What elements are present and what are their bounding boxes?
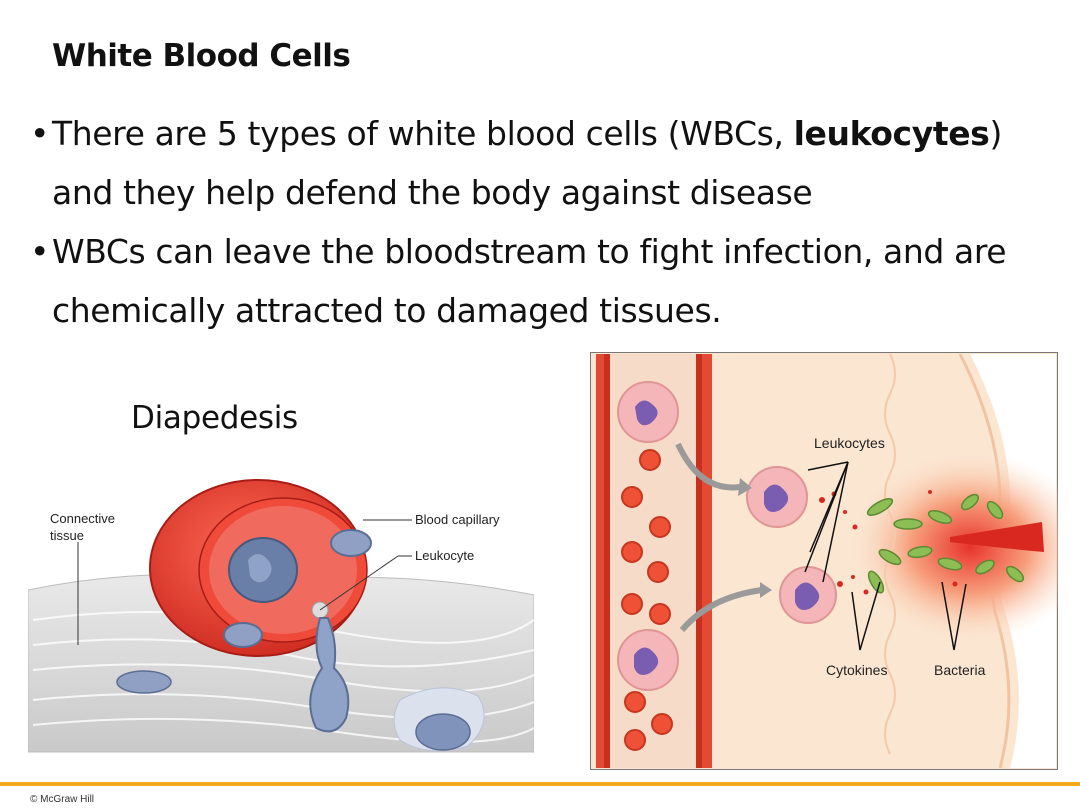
bullet-bold-term: leukocytes <box>793 114 990 153</box>
bullet-marker: • <box>30 232 50 271</box>
label-leukocyte: Leukocyte <box>415 548 474 563</box>
bullet-item-1: • There are 5 types of white blood cells… <box>30 104 1050 222</box>
footer-divider <box>0 782 1080 786</box>
label-bacteria: Bacteria <box>934 662 986 678</box>
copyright-notice: © McGraw Hill <box>30 794 95 805</box>
bullet-text: WBCs can leave the bloodstream to fight … <box>52 232 1007 330</box>
diapedesis-illustration: Connective tissue Blood capillary Leukoc… <box>28 479 534 753</box>
diapedesis-caption: Diapedesis <box>131 400 298 436</box>
label-tissue: tissue <box>50 528 84 543</box>
label-leukocytes: Leukocytes <box>814 435 885 451</box>
bullet-list: • There are 5 types of white blood cells… <box>30 104 1050 340</box>
bullet-item-2: • WBCs can leave the bloodstream to figh… <box>30 222 1050 340</box>
slide-title: White Blood Cells <box>52 38 351 74</box>
bullet-marker: • <box>30 114 50 153</box>
bullet-text-end: ) and they help defend the body against … <box>52 114 1002 212</box>
label-cytokines: Cytokines <box>826 662 887 678</box>
label-blood-capillary: Blood capillary <box>415 512 500 527</box>
bullet-text: There are 5 types of white blood cells (… <box>52 114 794 153</box>
label-connective: Connective <box>50 511 115 526</box>
infection-response-illustration: Leukocytes Cytokines Bacteria <box>590 352 1058 770</box>
